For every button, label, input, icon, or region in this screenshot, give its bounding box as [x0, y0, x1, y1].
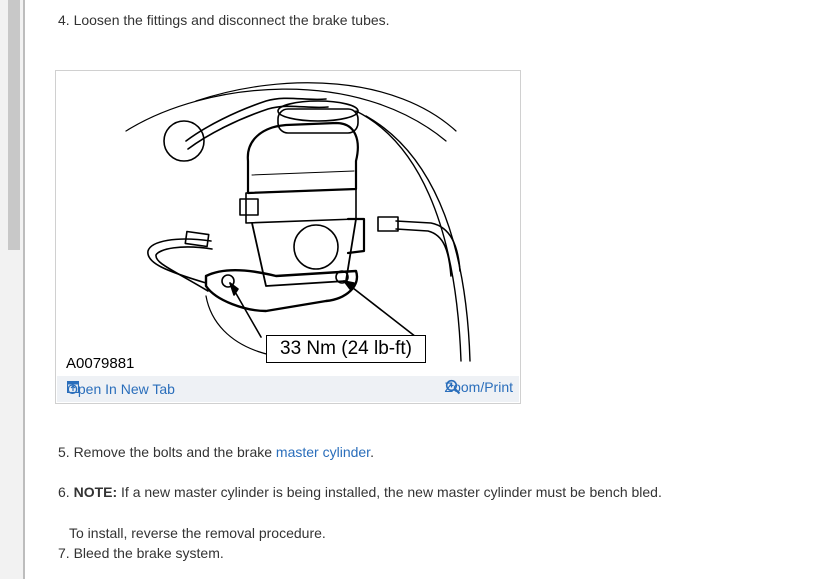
step-5-text: 5. Remove the bolts and the brake	[58, 444, 276, 460]
zoom-print-link[interactable]: Zoom/Print	[445, 379, 513, 395]
scrollbar-thumb[interactable]	[8, 0, 20, 250]
step-6-number: 6.	[58, 484, 74, 500]
step-5-suffix: .	[370, 444, 374, 460]
note-label: NOTE:	[73, 484, 118, 500]
step-6-note-text: If a new master cylinder is being instal…	[117, 484, 662, 500]
procedure-figure: A0079881 33 Nm (24 lb-ft) Open In New Ta…	[55, 70, 521, 404]
step-6-subtext: To install, reverse the removal procedur…	[69, 525, 326, 541]
torque-callout: 33 Nm (24 lb-ft)	[266, 335, 426, 363]
left-divider	[23, 0, 25, 579]
figure-id: A0079881	[66, 355, 135, 372]
figure-toolbar: Open In New Tab Zoom/Print	[57, 376, 519, 402]
zoom-print-label: Zoom/Print	[444, 379, 513, 395]
open-in-new-tab-icon	[67, 381, 79, 393]
step-7: 7. Bleed the brake system.	[58, 545, 224, 561]
zoom-icon	[445, 379, 460, 395]
master-cylinder-illustration	[125, 82, 471, 362]
step-4: 4. Loosen the fittings and disconnect th…	[58, 12, 390, 28]
step-6: 6. NOTE: If a new master cylinder is bei…	[58, 484, 662, 500]
open-in-new-tab-label: Open In New Tab	[67, 381, 175, 397]
step-5: 5. Remove the bolts and the brake master…	[58, 444, 374, 460]
master-cylinder-link[interactable]: master cylinder	[275, 444, 371, 460]
open-in-new-tab-link[interactable]: Open In New Tab	[67, 381, 175, 397]
